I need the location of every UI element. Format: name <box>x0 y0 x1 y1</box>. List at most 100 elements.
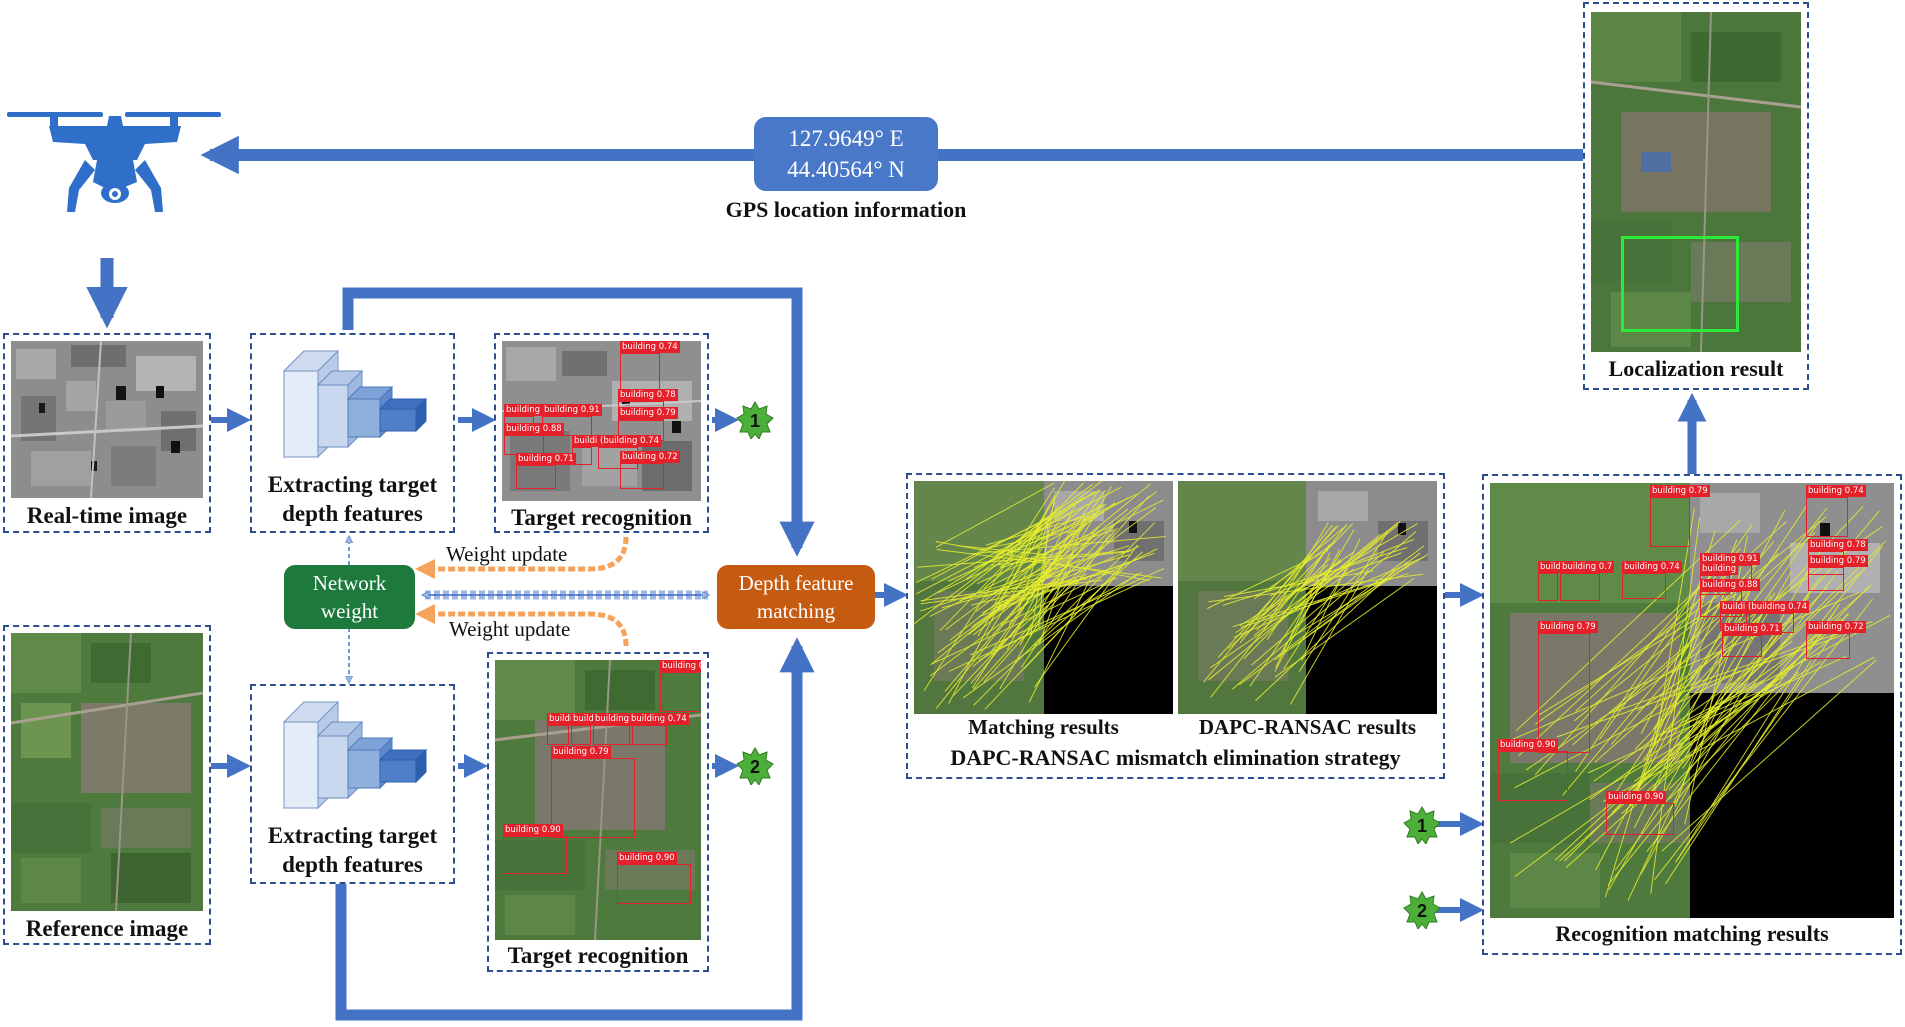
match-line <box>1509 661 1822 844</box>
detection-box: building 0.88 <box>504 423 564 455</box>
match-line <box>1646 539 1738 762</box>
match-line <box>1274 549 1340 672</box>
match-line <box>1627 594 1772 901</box>
match-line <box>994 511 1056 559</box>
match-line <box>995 575 1082 605</box>
detection-label: building 0.71 <box>1722 623 1782 635</box>
detection-box: building 0.72 <box>1806 621 1866 659</box>
match-line <box>1263 523 1354 616</box>
match-line <box>914 481 1102 625</box>
detection-label: building 0.79 <box>1538 621 1598 633</box>
dapc-ransac-results-image <box>1178 481 1437 714</box>
match-line <box>1638 589 1705 789</box>
match-line <box>1621 613 1850 815</box>
match-line <box>1001 529 1115 569</box>
detection-box: building 0.74 <box>620 341 680 393</box>
detection-label: building 0.91 <box>542 404 602 416</box>
match-line <box>973 511 1105 569</box>
match-line <box>992 494 1056 607</box>
match-line <box>1572 532 1816 746</box>
match-line <box>1668 586 1870 790</box>
detection-box: building 0.71 <box>1722 623 1782 657</box>
matching-results-image <box>914 481 1173 714</box>
depth-feature-matching-node: Depth feature matching <box>717 565 875 629</box>
detection-label: building 0.79 <box>1650 485 1710 497</box>
detection-label: building 0.90 <box>1606 791 1666 803</box>
target-recognition-top-caption: Target recognition <box>511 505 692 530</box>
detection-label: building 0.74 <box>629 713 689 725</box>
match-line <box>1224 570 1374 597</box>
match-line <box>1231 531 1417 690</box>
match-line <box>938 540 1048 594</box>
match-line <box>1637 648 1727 712</box>
detection-box: building 0.79 <box>1538 621 1598 753</box>
badge-two-input-label: 2 <box>1417 901 1427 921</box>
match-line <box>1033 551 1144 647</box>
localization-caption: Localization result <box>1608 356 1784 381</box>
match-line <box>1251 551 1385 666</box>
detection-label: building 0.79 <box>551 746 611 758</box>
match-line <box>935 503 1101 709</box>
match-line <box>1668 671 1799 800</box>
detection-label: building <box>1700 563 1739 575</box>
cnn-feature-pyramid-icon <box>282 349 428 459</box>
match-line <box>1612 587 1827 813</box>
cnn-feature-pyramid-icon <box>282 700 428 810</box>
match-line <box>1554 571 1861 861</box>
detection-label: building 0.78 <box>618 389 678 401</box>
match-line <box>1302 533 1381 600</box>
detection-label: buildi <box>547 713 575 725</box>
detection-label: building 0.79 <box>618 407 678 419</box>
weight-update-bottom-label: Weight update <box>449 617 571 641</box>
detection-label: building 0.79 <box>1808 555 1868 567</box>
match-line <box>989 490 1106 654</box>
bottom-feature-path <box>335 637 815 1021</box>
match-line <box>949 551 1061 641</box>
detection-box: building 0.90 <box>1498 739 1568 801</box>
detection-label: building 0.79 <box>660 660 701 672</box>
localization-marker-box <box>1621 236 1739 332</box>
match-line <box>945 502 1116 631</box>
match-line <box>973 491 1157 636</box>
match-line <box>1587 655 1847 774</box>
badge-one-label: 1 <box>750 411 760 431</box>
dapc-ransac-panel: Matching results DAPC-RANSAC results DAP… <box>906 473 1445 779</box>
target-recognition-bottom-caption: Target recognition <box>507 943 689 968</box>
extract-features-top-panel: Extracting target depth features <box>250 333 455 533</box>
weight-update-top-arrow <box>415 536 629 579</box>
localization-map-image <box>1591 12 1801 352</box>
detection-label: buildi <box>1538 561 1566 573</box>
match-line <box>1298 530 1389 672</box>
match-line <box>1239 526 1336 644</box>
detection-box: buildi <box>547 713 575 745</box>
detection-box: building 0.74 <box>629 713 689 745</box>
match-line <box>991 551 1130 566</box>
match-line <box>970 567 1165 656</box>
matching-results-caption: Matching results <box>968 715 1119 739</box>
detection-label: (building 0.74 <box>1746 601 1809 613</box>
match-line <box>1029 505 1076 600</box>
detection-label: building 0.90 <box>1498 739 1558 751</box>
match-line <box>1675 603 1840 863</box>
match-line <box>1275 552 1331 669</box>
gps-latitude: 44.40564° N <box>787 157 905 182</box>
reference-image-panel: Reference image <box>3 625 211 945</box>
badge-two-input-icon: 2 <box>1403 891 1441 929</box>
match-line <box>1661 659 1877 852</box>
detection-label: (building 0.74 <box>598 435 661 447</box>
detection-label: building 0.91 <box>1700 553 1760 565</box>
extract-features-top-caption: Extracting target depth features <box>267 472 438 526</box>
detection-box: building 0.90 <box>1606 791 1674 835</box>
detection-label: building 0.74 <box>1806 485 1866 497</box>
reference-image <box>11 633 203 911</box>
match-line <box>978 572 1143 661</box>
match-line <box>1227 564 1329 649</box>
match-line <box>1646 611 1836 852</box>
match-line <box>1556 635 1842 738</box>
match-line <box>1574 516 1827 722</box>
match-line <box>1654 598 1873 881</box>
detection-label: building <box>504 404 543 416</box>
localization-panel: Localization result <box>1583 2 1809 390</box>
